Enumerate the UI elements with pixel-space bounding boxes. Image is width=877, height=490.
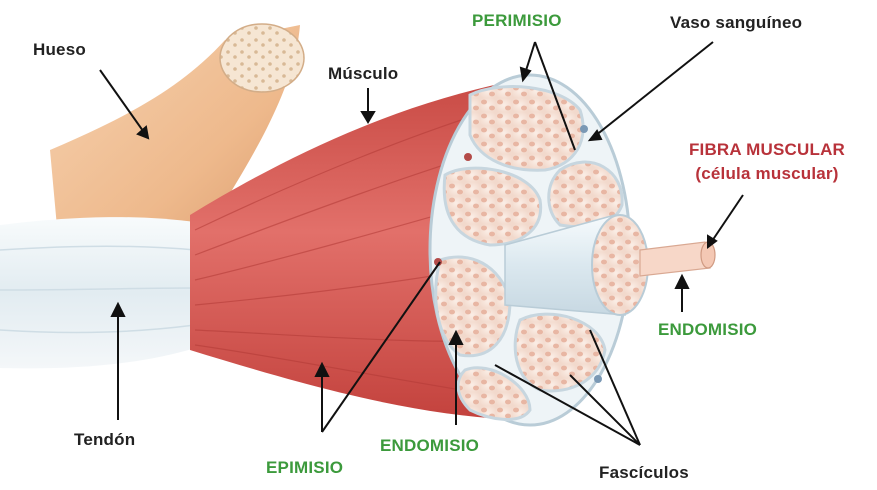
tendon-shape <box>0 217 195 368</box>
label-endomisio-bottom: ENDOMISIO <box>380 436 479 456</box>
label-epimisio: EPIMISIO <box>266 458 343 478</box>
label-musculo: Músculo <box>328 64 398 84</box>
label-fibra-muscular: FIBRA MUSCULAR <box>662 140 872 160</box>
label-celula-muscular: (célula muscular) <box>662 164 872 184</box>
label-perimisio: PERIMISIO <box>472 11 562 31</box>
label-fasciculos: Fascículos <box>599 463 689 483</box>
label-tendon: Tendón <box>74 430 135 450</box>
muscle-fiber <box>640 242 710 276</box>
label-vaso-sanguineo: Vaso sanguíneo <box>670 13 802 33</box>
bone-cross-section <box>220 24 304 92</box>
label-endomisio-right: ENDOMISIO <box>658 320 757 340</box>
label-hueso: Hueso <box>33 40 86 60</box>
